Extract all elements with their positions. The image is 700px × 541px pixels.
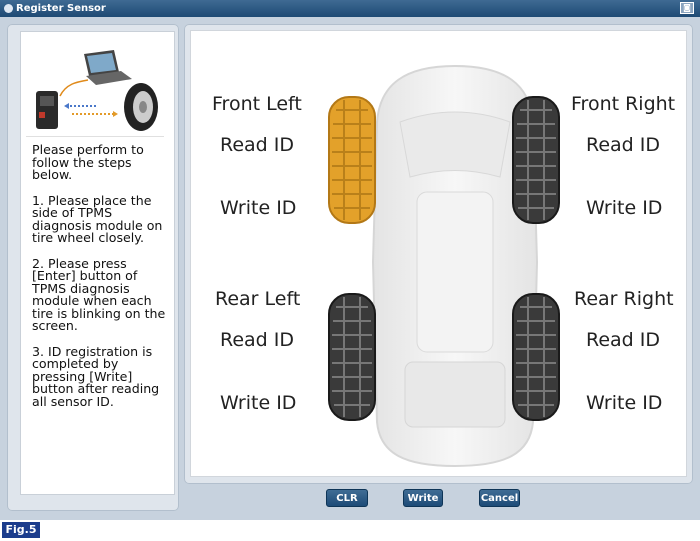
laptop-icon: [84, 50, 132, 85]
front-left-label: Front Left: [212, 93, 302, 115]
front-left-tire-icon[interactable]: [328, 96, 376, 224]
front-right-label: Front Right: [571, 93, 676, 115]
front-right-write-id: Write ID: [586, 197, 663, 219]
rear-left-read-id: Read ID: [220, 329, 295, 351]
wheel-icon: [124, 83, 158, 131]
instructions-step-1: 1. Please place the side of TPMS diagnos…: [32, 192, 163, 245]
rear-right-label: Rear Right: [574, 288, 674, 310]
tpms-connection-illustration: [26, 50, 164, 137]
front-left-write-id: Write ID: [220, 197, 297, 219]
rear-right-read-id: Read ID: [586, 329, 661, 351]
clr-button[interactable]: CLR: [326, 489, 368, 507]
front-right-tire-icon[interactable]: [512, 96, 560, 224]
register-sensor-window: Register Sensor ◙ Please perform to foll…: [0, 0, 700, 520]
instructions-intro: Please perform to follow the steps below…: [32, 142, 144, 182]
instructions-step-3: 3. ID registration is completed by press…: [32, 343, 160, 409]
front-left-read-id: Read ID: [220, 134, 295, 156]
rear-right-write-id: Write ID: [586, 392, 663, 414]
cancel-button[interactable]: Cancel: [479, 489, 520, 507]
rear-left-tire-icon[interactable]: [328, 293, 376, 421]
window-title: Register Sensor: [16, 3, 106, 14]
car-top-view: [371, 64, 539, 468]
tpms-module-icon: [36, 91, 58, 129]
rear-left-write-id: Write ID: [220, 392, 297, 414]
rear-left-label: Rear Left: [215, 288, 301, 310]
instructions-text: Please perform to follow the steps below…: [32, 142, 166, 421]
figure-label: Fig.5: [2, 522, 40, 538]
front-right-read-id: Read ID: [586, 134, 661, 156]
window-menu-icon[interactable]: ◙: [680, 2, 694, 14]
instructions-step-2: 2. Please press [Enter] button of TPMS d…: [32, 255, 166, 333]
app-icon: [4, 4, 13, 13]
write-button[interactable]: Write: [403, 489, 443, 507]
title-bar: Register Sensor ◙: [0, 0, 700, 17]
rear-right-tire-icon[interactable]: [512, 293, 560, 421]
